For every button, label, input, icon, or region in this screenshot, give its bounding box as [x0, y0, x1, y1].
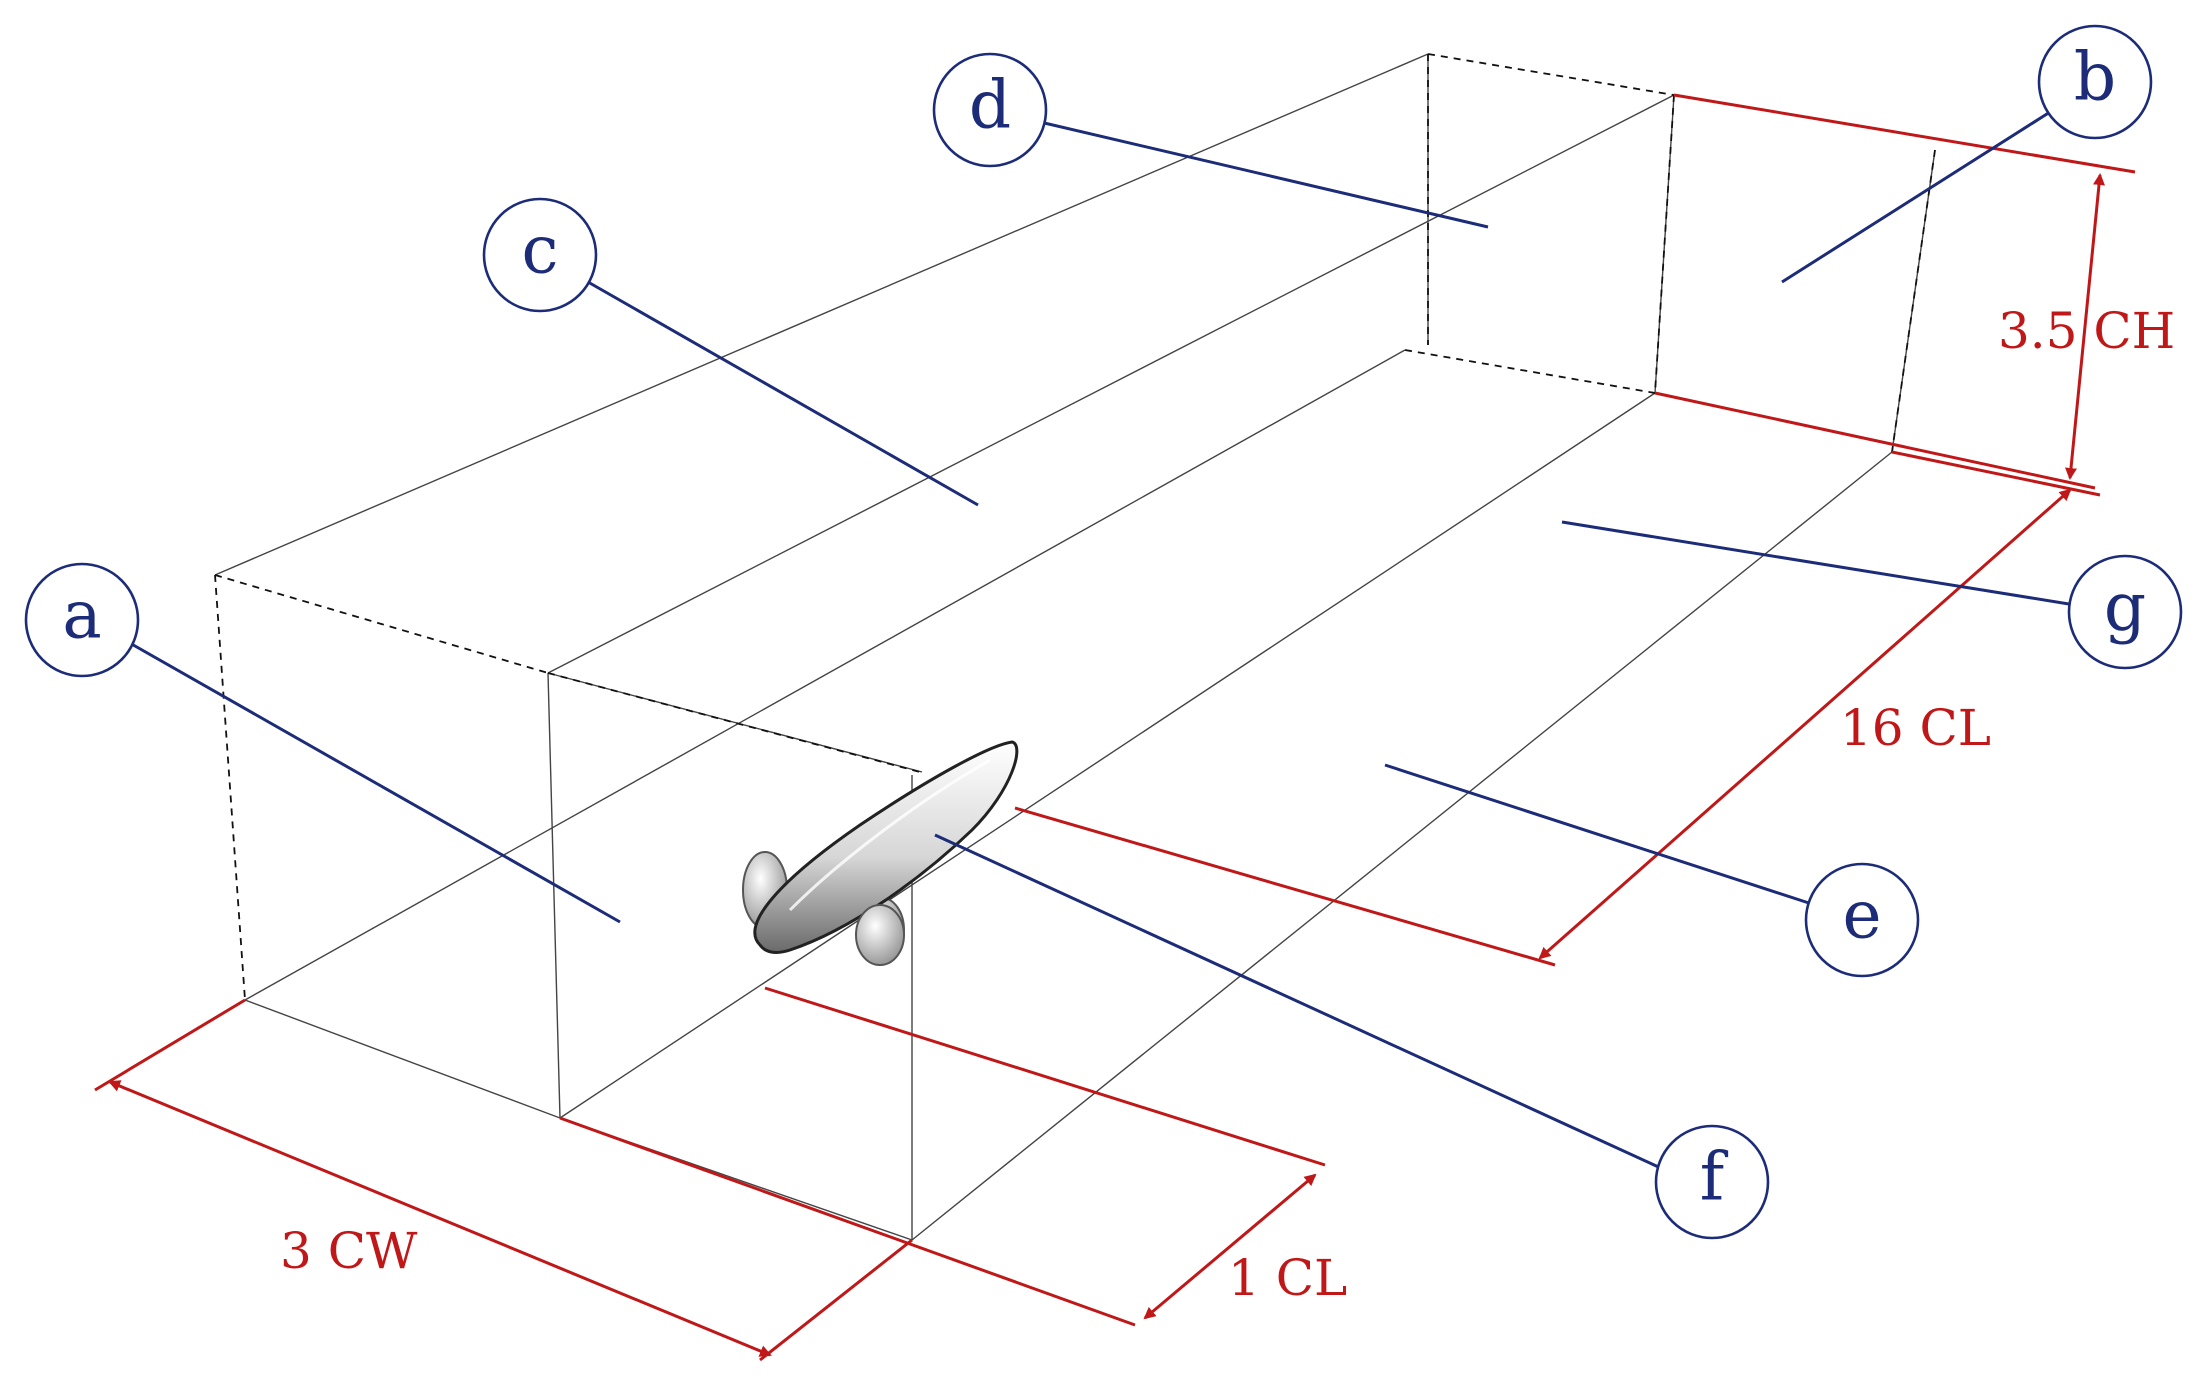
vehicle-body-highlight	[788, 758, 991, 912]
hidden-edge-back-top	[1427, 53, 1675, 96]
edge-floor-front	[244, 999, 913, 1241]
edge-floor-left	[244, 349, 1406, 1001]
dim-upstream-label: 1 CL	[1228, 1249, 1347, 1307]
dimensions: 3 CW 1 CL 16 CL 3.5 CH	[94, 93, 2175, 1362]
dim-width-arrow	[108, 1080, 772, 1357]
dim-width-ext-right	[759, 1238, 913, 1362]
dim-width-label: 3 CW	[280, 1222, 418, 1280]
hidden-edge-front-left-top	[214, 574, 549, 674]
hidden-edge-outlet-vertical-mid	[1654, 94, 1675, 394]
region-label-b-text: b	[2074, 39, 2116, 116]
domain-box	[214, 53, 1936, 1241]
dim-downstream-ext-front	[1014, 806, 1556, 967]
edge-front-vertical-1	[547, 672, 561, 1119]
edge-floor-right	[911, 451, 1893, 1241]
dim-height-label: 3.5 CH	[1998, 302, 2175, 360]
edge-outlet-vertical	[1891, 149, 1936, 453]
edge-floor-center	[559, 392, 1656, 1119]
region-label-g: g	[2067, 554, 2183, 670]
dim-upstream-ext-left	[559, 1116, 1136, 1327]
hidden-edge-back-bottom	[1404, 349, 1656, 394]
region-label-d-text: d	[969, 67, 1011, 144]
hidden-edge-front-left-vertical	[214, 574, 246, 1001]
leaders	[127, 110, 2076, 1172]
vehicle-body	[753, 740, 1019, 954]
leader-d	[1039, 120, 1489, 229]
dim-upstream-arrow	[1143, 1173, 1317, 1320]
region-label-f-text: f	[1700, 1139, 1729, 1216]
edge-top-right-inner	[547, 672, 923, 773]
leader-e	[1384, 763, 1816, 907]
leader-b	[1781, 110, 2051, 284]
edge-left-top-inner	[547, 94, 1675, 674]
region-label-c: c	[482, 197, 598, 313]
region-label-f: f	[1654, 1124, 1770, 1240]
dim-width-ext-left	[94, 998, 246, 1092]
edge-left-top	[214, 53, 1429, 576]
front-wheel-right	[855, 904, 905, 966]
dim-upstream-ext-right	[764, 986, 1326, 1167]
dim-downstream-label: 16 CL	[1840, 699, 1991, 757]
region-label-d: d	[932, 52, 1048, 168]
region-label-e: e	[1804, 862, 1920, 978]
region-label-c-text: c	[522, 212, 559, 289]
dim-height-arrow	[2065, 173, 2105, 480]
region-label-a-text: a	[62, 577, 101, 654]
region-label-g-text: g	[2104, 569, 2146, 646]
dim-height-ext-top	[1673, 93, 2136, 174]
dim-height-ext-bottom	[1654, 391, 2096, 490]
leader-g	[1561, 520, 2076, 607]
leader-a	[127, 640, 621, 924]
region-label-e-text: e	[1842, 877, 1881, 954]
region-label-b: b	[2037, 24, 2153, 140]
leader-f	[934, 833, 1666, 1172]
dim-downstream-arrow	[1538, 488, 2072, 960]
leader-c	[587, 280, 979, 507]
vehicle-model	[742, 740, 1019, 966]
region-label-a: a	[24, 562, 140, 678]
dim-downstream-ext-back	[1891, 450, 2101, 497]
